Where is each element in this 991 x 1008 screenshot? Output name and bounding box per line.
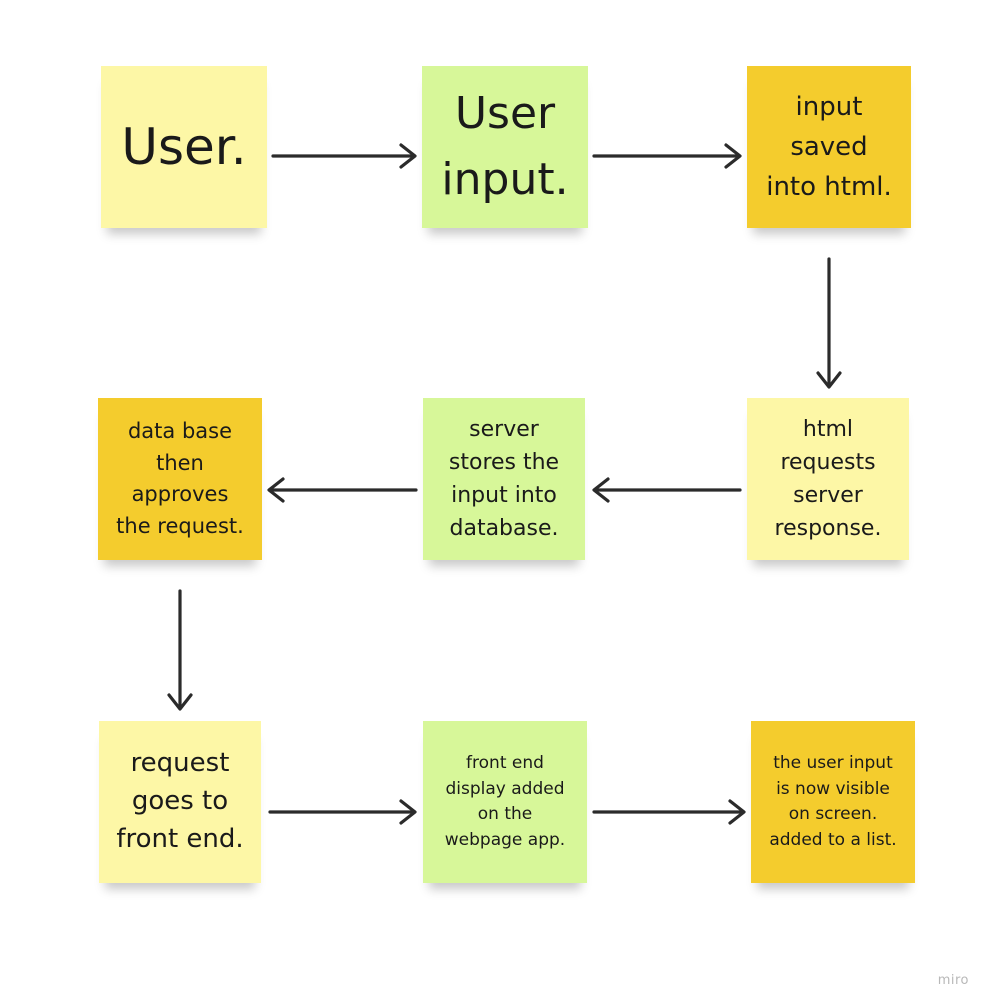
note-user[interactable]: User.	[101, 66, 267, 228]
note-request-goes-text: request goes to front end.	[116, 748, 244, 854]
note-input-saved-text: input saved into html.	[766, 91, 892, 203]
note-input-saved[interactable]: input saved into html.	[747, 66, 911, 228]
note-database-approves[interactable]: data base then approves the request.	[98, 398, 262, 560]
note-html-requests[interactable]: html requests server response.	[747, 398, 909, 560]
note-server-stores[interactable]: server stores the input into database.	[423, 398, 585, 560]
note-request-goes[interactable]: request goes to front end.	[99, 721, 261, 883]
arrow-user-to-user-input[interactable]	[271, 143, 417, 169]
arrow-database-approves-to-request-goes[interactable]	[167, 589, 193, 711]
miro-watermark: miro	[937, 973, 969, 988]
note-user-input-text: User input.	[441, 88, 569, 205]
arrow-request-goes-to-front-end-display[interactable]	[268, 799, 417, 825]
arrow-user-input-to-input-saved[interactable]	[592, 143, 742, 169]
arrow-front-end-display-to-user-input-visible[interactable]	[592, 799, 746, 825]
note-front-end-display-text: front end display added on the webpage a…	[444, 753, 566, 850]
arrow-server-stores-to-database-approves[interactable]	[267, 477, 418, 503]
note-database-approves-text: data base then approves the request.	[116, 419, 244, 538]
arrow-input-saved-to-html-requests[interactable]	[816, 257, 842, 389]
note-user-text: User.	[121, 117, 247, 176]
note-html-requests-text: html requests server response.	[774, 417, 882, 541]
arrow-html-requests-to-server-stores[interactable]	[592, 477, 742, 503]
note-user-input-visible-text: the user input is now visible on screen.…	[769, 753, 897, 850]
note-user-input-visible[interactable]: the user input is now visible on screen.…	[751, 721, 915, 883]
note-server-stores-text: server stores the input into database.	[448, 417, 560, 541]
note-user-input[interactable]: User input.	[422, 66, 588, 228]
note-front-end-display[interactable]: front end display added on the webpage a…	[423, 721, 587, 883]
